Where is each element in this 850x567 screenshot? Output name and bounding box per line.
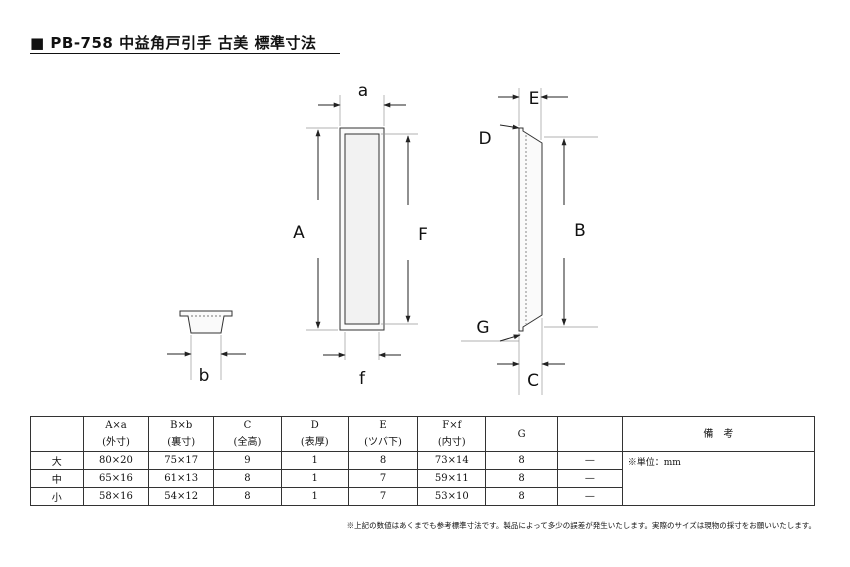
title-underline [30, 53, 340, 54]
table-cell: 80×20 [82, 451, 150, 470]
table-cell: — [556, 487, 623, 506]
table-cell: 8 [213, 487, 282, 506]
table-cell: 65×16 [82, 469, 150, 488]
table-cell: 8 [347, 451, 419, 470]
table-row: 大 80×20 75×17 9 1 8 73×14 8 — ※単位：mm [30, 451, 816, 506]
size-cell: 大 [30, 451, 84, 470]
dimension-labels: a A F f b E D B G C [199, 81, 586, 391]
header-cell: G [485, 416, 558, 452]
size-cell: 中 [30, 469, 84, 488]
header-cell: A×a(外寸) [82, 416, 150, 452]
dim-label-E: E [529, 89, 540, 109]
table-cell: 1 [280, 487, 349, 506]
table-cell: — [556, 469, 623, 488]
remarks-header: 備 考 [621, 416, 816, 452]
header-cell: C(全高) [213, 416, 282, 452]
table-cell: 1 [280, 451, 349, 470]
page-title: ■ PB-758 中益角戸引手 古美 標準寸法 [30, 34, 317, 52]
dim-label-C: C [527, 371, 539, 391]
dim-label-f: f [359, 369, 366, 389]
table-cell: 61×13 [148, 469, 215, 488]
dim-label-G: G [476, 318, 489, 338]
table-cell: 58×16 [82, 487, 150, 506]
header-corner [30, 416, 84, 452]
table-cell: 75×17 [148, 451, 215, 470]
table-cell: 7 [347, 469, 419, 488]
front-view [339, 127, 385, 331]
dimension-drawing: a A F f b E D B G C [167, 81, 598, 395]
spec-table: A×a(外寸) B×b(裏寸) C(全高) D(表厚) E(ツバ下) F×f(内… [30, 416, 816, 506]
dim-label-A: A [293, 223, 305, 243]
dim-label-B: B [574, 221, 586, 241]
table-cell: 8 [485, 451, 558, 470]
table-cell: 8 [485, 469, 558, 488]
dim-label-F: F [418, 225, 428, 245]
dimension-arrows [315, 102, 411, 358]
header-cell: B×b(裏寸) [148, 416, 215, 452]
table-cell: — [556, 451, 623, 470]
header-cell: E(ツバ下) [347, 416, 419, 452]
table-cell: 54×12 [148, 487, 215, 506]
footnote: ※上記の数値はあくまでも参考標準寸法です。製品によって多少の誤差が発生いたします… [346, 521, 816, 530]
header-cell [556, 416, 623, 452]
table-row: 小 58×16 54×12 8 1 7 53×10 8 — [30, 487, 815, 506]
remarks-cell: ※単位：mm [621, 451, 816, 506]
table-cell: 59×11 [417, 469, 487, 488]
table-cell: 8 [485, 487, 558, 506]
table-header-row: A×a(外寸) B×b(裏寸) C(全高) D(表厚) E(ツバ下) F×f(内… [30, 416, 816, 452]
table-cell: 9 [213, 451, 282, 470]
table-cell: 73×14 [417, 451, 487, 470]
header-cell: F×f(内寸) [417, 416, 487, 452]
table-cell: 53×10 [417, 487, 487, 506]
table-cell: 8 [213, 469, 282, 488]
table-cell: 7 [347, 487, 419, 506]
dim-label-b: b [199, 366, 210, 386]
header-cell: D(表厚) [280, 416, 349, 452]
end-view-extension-lines [190, 335, 222, 380]
side-view [518, 127, 543, 332]
dim-label-D: D [478, 129, 491, 149]
dim-label-a: a [358, 81, 368, 101]
end-view [179, 310, 233, 334]
table-row: 中 65×16 61×13 8 1 7 59×11 8 — [30, 469, 815, 488]
size-cell: 小 [30, 487, 84, 506]
table-cell: 1 [280, 469, 349, 488]
